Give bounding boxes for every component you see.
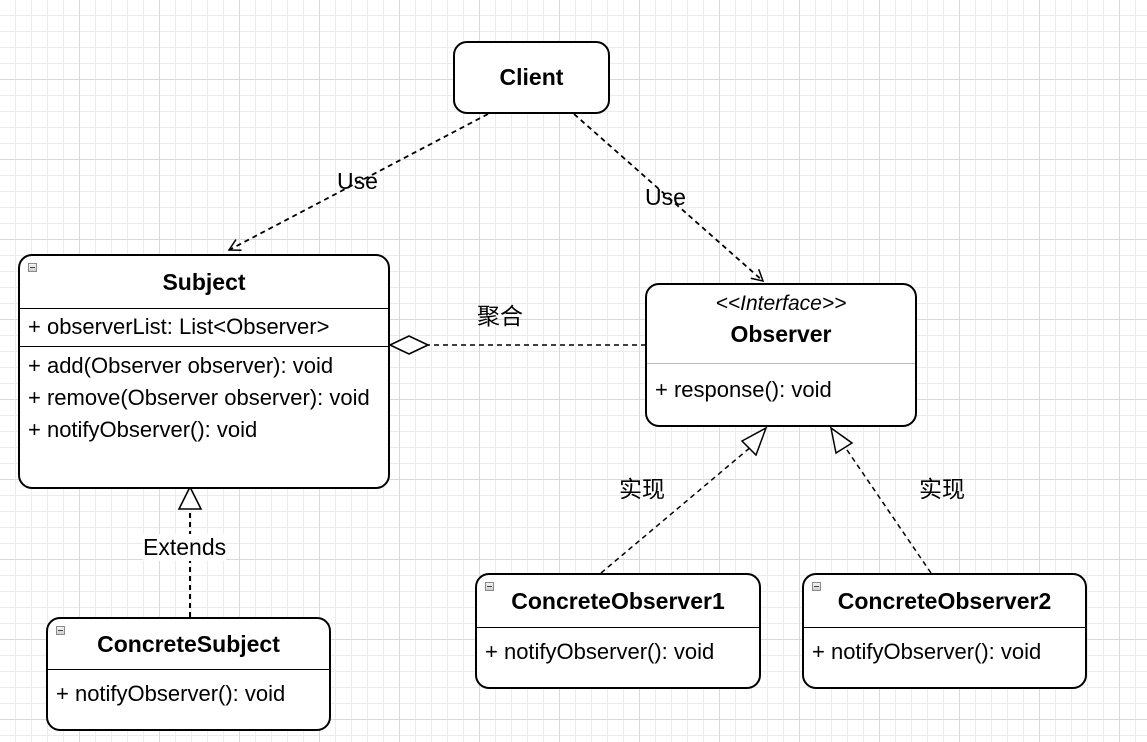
observer-separator	[647, 363, 915, 364]
concrete-observer1-separator	[477, 627, 759, 628]
concrete-observer2-method: + notifyObserver(): void	[812, 639, 1042, 664]
concrete-subject-method: + notifyObserver(): void	[56, 681, 286, 706]
collapse-icon[interactable]	[56, 626, 65, 635]
subject-method: + remove(Observer observer): void	[28, 385, 370, 410]
label-extends: Extends	[143, 534, 227, 561]
client-class[interactable]: Client	[453, 41, 610, 114]
concrete-observer2-separator	[804, 627, 1085, 628]
client-class-name: Client	[499, 64, 564, 90]
edge-realize-1	[600, 445, 753, 574]
collapse-icon[interactable]	[28, 263, 37, 272]
concrete-observer1-class-name: ConcreteObserver1	[511, 588, 725, 614]
concrete-observer2-class-name: ConcreteObserver2	[837, 588, 1052, 614]
concrete-subject-class-name: ConcreteSubject	[97, 631, 280, 657]
concrete-observer1-method: + notifyObserver(): void	[485, 639, 715, 664]
collapse-icon[interactable]	[485, 582, 494, 591]
edge-realize-2	[844, 446, 932, 574]
observer-stereotype: <<Interface>>	[715, 292, 847, 315]
label-realize-1: 实现	[619, 476, 665, 502]
label-client-observer: Use	[645, 184, 686, 210]
concrete-observer2-class[interactable]: ConcreteObserver2 + notifyObserver(): vo…	[802, 573, 1087, 689]
collapse-icon[interactable]	[812, 582, 821, 591]
label-realize-2: 实现	[919, 476, 965, 502]
concrete-observer1-class[interactable]: ConcreteObserver1 + notifyObserver(): vo…	[475, 573, 761, 689]
subject-separator	[20, 308, 388, 309]
concrete-subject-class[interactable]: ConcreteSubject + notifyObserver(): void	[46, 617, 331, 731]
subject-method: + notifyObserver(): void	[28, 417, 258, 442]
subject-method: + add(Observer observer): void	[28, 353, 334, 378]
label-aggregation: 聚合	[477, 303, 523, 329]
concrete-subject-separator	[48, 669, 329, 670]
label-client-subject: Use	[337, 168, 378, 194]
observer-interface-name: Observer	[730, 321, 832, 347]
observer-method: + response(): void	[655, 377, 832, 402]
realize-1-triangle	[740, 426, 768, 457]
realize-2-triangle	[829, 426, 854, 455]
subject-class[interactable]: Subject + observerList: List<Observer> +…	[18, 254, 390, 489]
subject-separator	[20, 346, 388, 347]
subject-class-name: Subject	[162, 269, 246, 295]
aggregation-diamond	[388, 335, 430, 355]
extends-triangle	[177, 485, 203, 510]
subject-attribute: + observerList: List<Observer>	[28, 314, 330, 339]
observer-interface[interactable]: <<Interface>> Observer + response(): voi…	[645, 283, 917, 427]
